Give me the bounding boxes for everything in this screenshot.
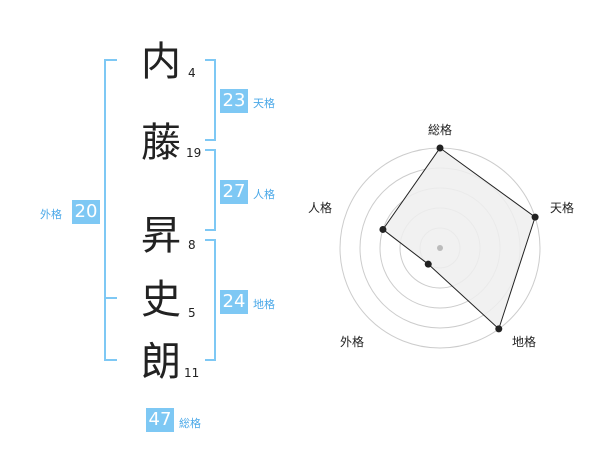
jinkaku-value: 27 — [220, 180, 248, 204]
stroke-count-3: 8 — [188, 238, 196, 252]
radar-label-tenkaku: 天格 — [550, 200, 574, 215]
soukaku-value: 47 — [146, 408, 174, 432]
radar-point-3 — [424, 260, 432, 268]
name-char-2: 藤 — [141, 120, 181, 166]
radar-point-0 — [436, 144, 444, 152]
radar-points — [379, 144, 539, 333]
radar-label-gaikaku: 外格 — [340, 334, 364, 349]
radar-label-chikaku: 地格 — [512, 334, 536, 349]
chikaku-value: 24 — [220, 290, 248, 314]
radar-area — [382, 147, 536, 330]
name-char-5: 朗 — [141, 339, 181, 385]
radar-point-4 — [379, 225, 387, 233]
tenkaku-value: 23 — [220, 89, 248, 113]
radar-center — [437, 245, 443, 251]
brackets — [104, 59, 216, 361]
name-char-4: 史 — [141, 277, 181, 323]
jinkaku-label: 人格 — [253, 188, 275, 201]
chikaku-label: 地格 — [253, 298, 275, 311]
radar-label-soukaku: 総格 — [428, 122, 452, 137]
radar-point-2 — [495, 325, 503, 333]
gaikaku-label: 外格 — [40, 208, 62, 221]
tenkaku-label: 天格 — [253, 97, 275, 110]
name-char-1: 内 — [141, 39, 181, 85]
chikaku-bracket — [205, 239, 216, 361]
stroke-count-4: 5 — [188, 306, 196, 320]
jinkaku-bracket — [205, 149, 216, 231]
stroke-count-1: 4 — [188, 66, 196, 80]
gaikaku-bracket — [104, 59, 117, 361]
radar-chart: 総格 天格 地格 外格 人格 — [308, 122, 574, 349]
radar-point-1 — [531, 213, 539, 221]
gaikaku-value: 20 — [72, 200, 100, 224]
radar-label-jinkaku: 人格 — [308, 200, 332, 215]
soukaku-label: 総格 — [179, 417, 201, 430]
stroke-count-2: 19 — [186, 146, 202, 160]
name-char-3: 昇 — [141, 213, 181, 259]
tenkaku-bracket — [205, 59, 216, 141]
stroke-count-5: 11 — [184, 366, 200, 380]
